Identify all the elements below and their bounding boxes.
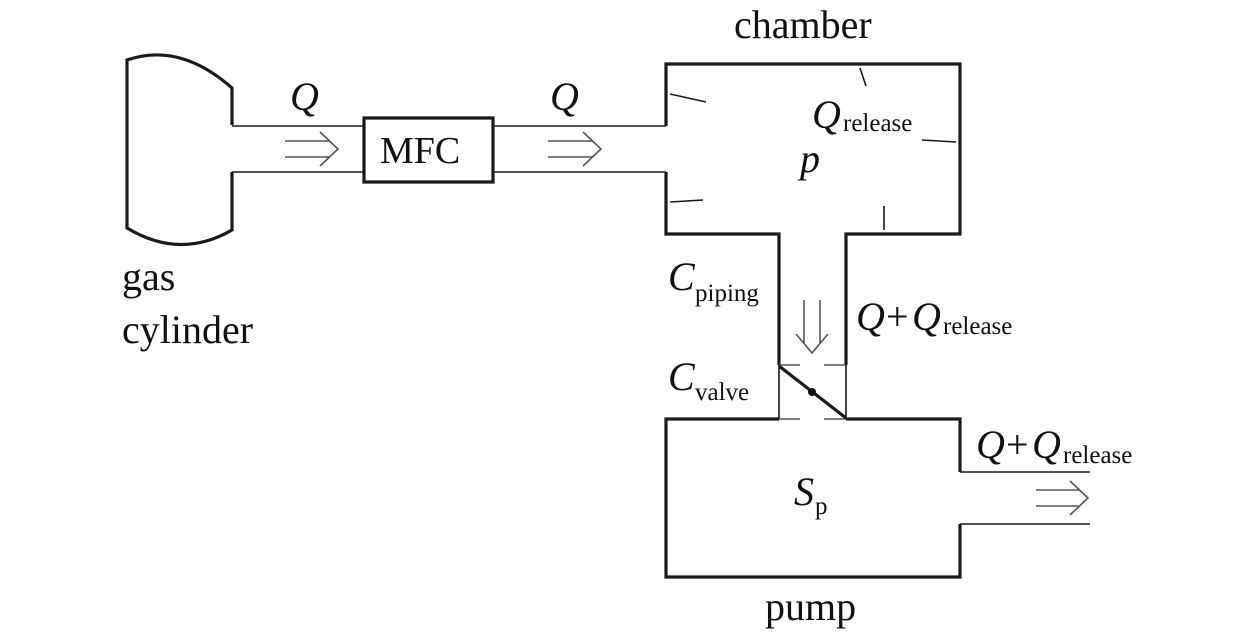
q-label-1: Q: [290, 74, 319, 119]
c-valve-label: C: [668, 354, 696, 399]
q-plus-q-release-q-1: Q: [912, 294, 941, 339]
c-piping-subscript: piping: [695, 280, 759, 307]
pump-label: pump: [765, 584, 856, 629]
pump-outline: [664, 417, 962, 579]
q-plus-q-release-sub-2: release: [1063, 442, 1132, 469]
flow-arrow-1: [285, 131, 340, 167]
q-plus-q-release-sub-1: release: [943, 313, 1012, 340]
q-plus-q-release-label-1: Q: [856, 294, 885, 339]
plus-sign-1: +: [886, 294, 909, 339]
q-label-2: Q: [550, 74, 579, 119]
pumping-speed-label: S: [794, 469, 814, 514]
plus-sign-2: +: [1006, 422, 1029, 467]
chamber-outline: [664, 62, 962, 365]
q-plus-q-release-q-2: Q: [1032, 422, 1061, 467]
exhaust-arrow: [1036, 480, 1090, 516]
q-plus-q-release-label-2: Q: [976, 422, 1005, 467]
q-release-label: Q: [812, 92, 841, 137]
cylinder-label: cylinder: [122, 307, 253, 352]
gas-label: gas: [122, 254, 175, 299]
valve: [778, 364, 847, 420]
q-release-subscript: release: [843, 110, 912, 137]
pipe-cylinder-to-mfc: [232, 125, 364, 173]
down-arrow: [795, 300, 829, 355]
pipe-mfc-to-chamber: [493, 125, 666, 173]
pressure-label: p: [797, 136, 820, 181]
outgassing-marks: [669, 67, 957, 230]
c-valve-subscript: valve: [695, 379, 749, 406]
gas-cylinder: [125, 53, 234, 247]
mfc-label: MFC: [380, 130, 460, 172]
chamber-label: chamber: [734, 2, 872, 47]
flow-arrow-2: [548, 131, 603, 167]
mfc-box: [362, 116, 495, 184]
c-piping-label: C: [668, 254, 696, 299]
pumping-speed-subscript: p: [815, 493, 828, 520]
exhaust-pipe: [960, 471, 1090, 525]
